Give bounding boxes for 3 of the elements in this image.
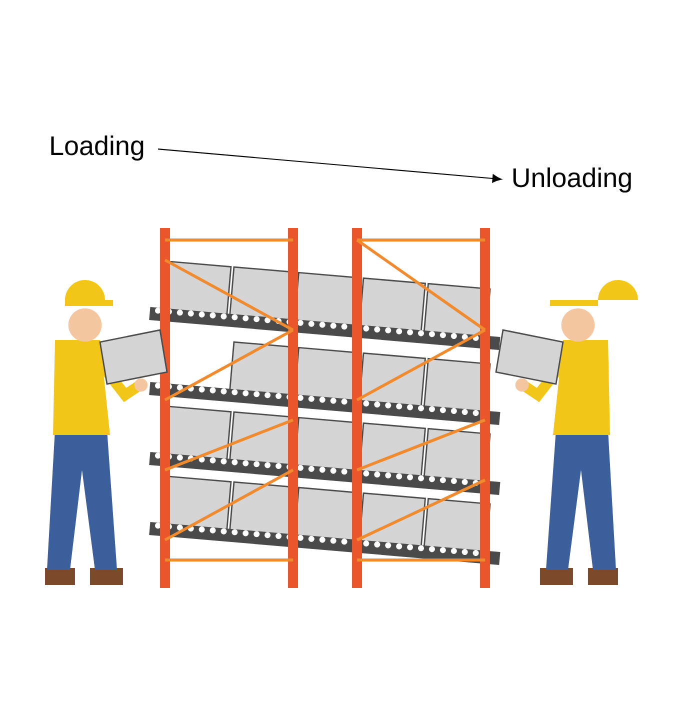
arrow xyxy=(158,148,502,183)
text-label: Unloading xyxy=(513,167,631,193)
text-label: Loading xyxy=(51,135,144,161)
